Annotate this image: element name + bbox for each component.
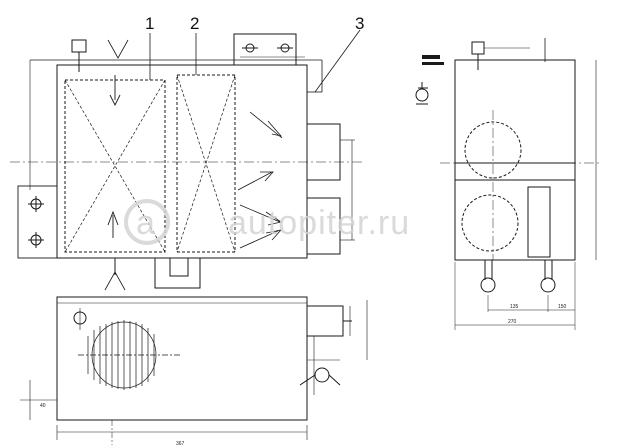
side-view — [415, 38, 600, 330]
dim-side-width: 270 — [508, 319, 517, 325]
fan-icon — [78, 320, 180, 390]
pipe-icon — [540, 260, 556, 293]
front-view — [10, 29, 362, 291]
top-bolt-block — [233, 33, 297, 66]
fan-outlet-lower — [461, 194, 519, 252]
top-fitting — [71, 39, 87, 53]
callout-2: 2 — [190, 14, 199, 33]
outlet-lower — [306, 197, 341, 255]
left-bracket — [17, 185, 58, 259]
pipe-icon — [480, 260, 496, 293]
dim-front-width: 367 — [176, 441, 185, 447]
bottom-housing — [56, 296, 308, 421]
side-lower-housing — [454, 179, 576, 261]
filter-block-2 — [176, 74, 236, 253]
watermark-logo: a — [136, 204, 156, 242]
dim-side-half: 135 — [510, 304, 519, 310]
bolt-icon — [28, 196, 44, 212]
fan-outlet-upper — [464, 121, 522, 179]
callout-3: 3 — [355, 14, 364, 33]
airflow-arrows — [237, 111, 283, 249]
watermark: a autopiter.ru — [124, 199, 410, 245]
bolt-icon — [28, 232, 44, 248]
dim-bottom-left: 40 — [40, 403, 46, 409]
bolt-icon — [242, 43, 258, 53]
bottom-view — [20, 296, 368, 445]
outlet-upper — [306, 123, 341, 181]
bolt-icon — [277, 43, 293, 53]
callout-1: 1 — [145, 14, 154, 33]
dim-side-right: 150 — [558, 304, 567, 310]
side-upper-housing — [454, 59, 576, 164]
watermark-text: autopiter.ru — [228, 204, 410, 242]
